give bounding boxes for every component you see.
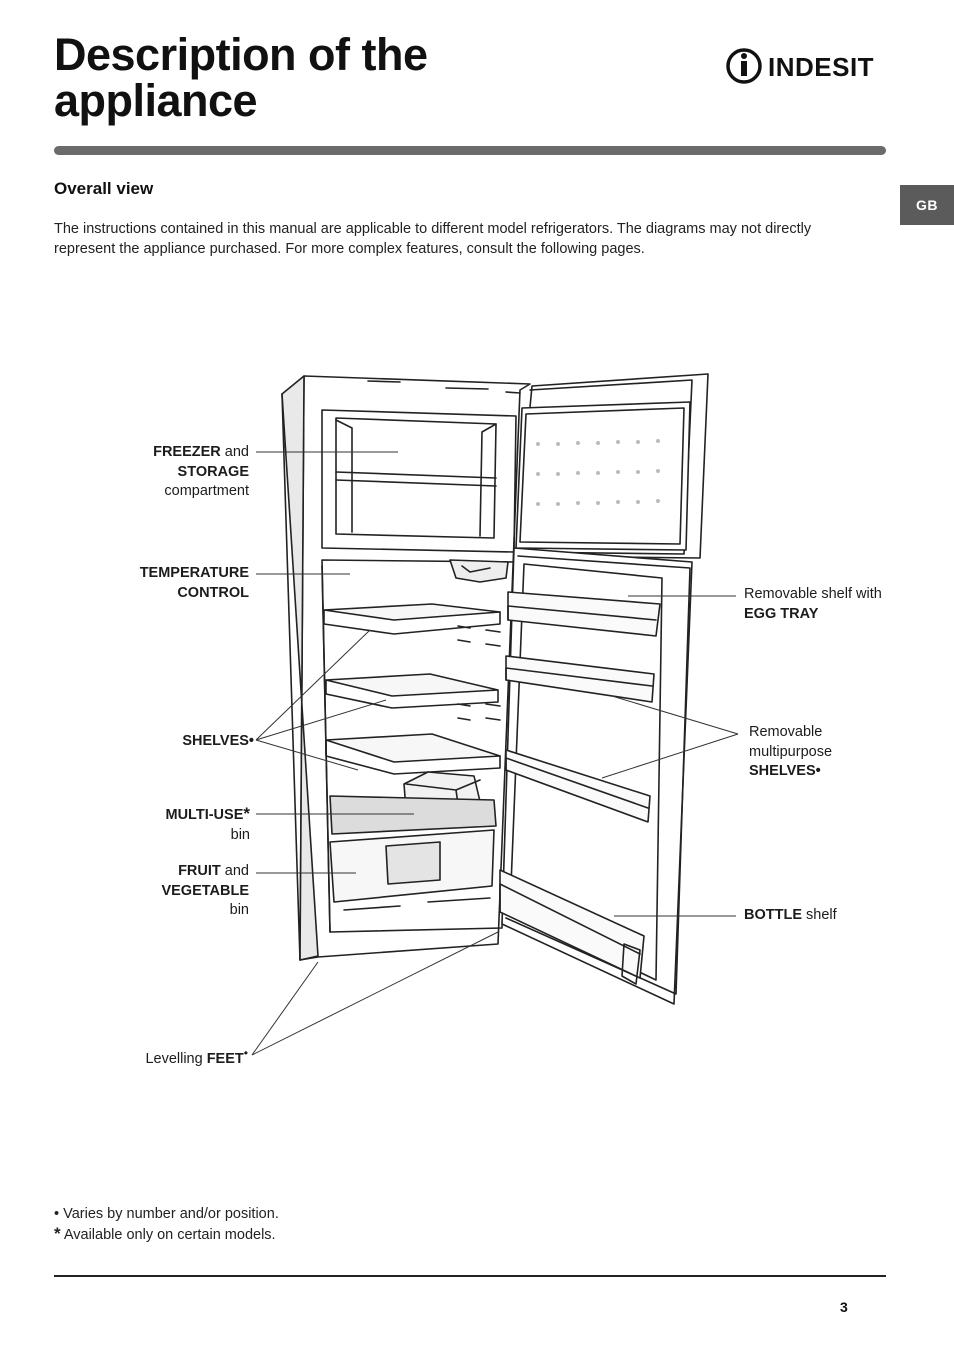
footnotes: • Varies by number and/or position. * Av… (54, 1204, 279, 1245)
footnote-available: * Available only on certain models. (54, 1224, 279, 1245)
label-control-bold: CONTROL (177, 584, 249, 601)
header-rule (54, 146, 886, 155)
label-fruit-vegetable-bin: FRUIT and VEGETABLE bin (161, 862, 249, 921)
label-fruit-and: and (220, 863, 249, 879)
indesit-logo: INDESIT (726, 48, 874, 84)
label-bottle-shelf: BOTTLE shelf (744, 906, 837, 926)
label-door-shelves-text-1: Removable (749, 724, 823, 740)
footer-rule (54, 1275, 886, 1277)
label-freezer-compartment: FREEZER and STORAGE compartment (153, 443, 249, 502)
label-egg-tray-text: Removable shelf with (744, 586, 882, 602)
label-egg-tray: Removable shelf with EGG TRAY (744, 585, 882, 624)
label-freezer-and: and (220, 444, 249, 460)
page-title-line-2: appliance (54, 75, 258, 126)
page-title: Description of the appliance (54, 32, 428, 124)
footnote-available-text: Available only on certain models. (60, 1227, 276, 1243)
logo-wordmark: INDESIT (768, 52, 874, 82)
label-multi-use-mark: * (243, 804, 250, 823)
label-levelling-text: Levelling (145, 1050, 207, 1067)
page-number: 3 (840, 1299, 848, 1315)
label-door-shelves: Removable multipurpose SHELVES• (749, 723, 832, 782)
label-bottle-text: shelf (802, 907, 837, 923)
label-shelves: SHELVES• (182, 732, 254, 752)
label-levelling-feet: Levelling FEET• (145, 1044, 248, 1069)
label-bottle-bold: BOTTLE (744, 907, 802, 923)
label-temperature-control: TEMPERATURE CONTROL (140, 564, 249, 603)
label-multi-use-bold: MULTI-USE (165, 807, 244, 823)
footnote-bullet-mark: • (54, 1206, 60, 1222)
label-compartment: compartment (164, 483, 249, 499)
label-freezer-bold: FREEZER (153, 444, 221, 460)
label-storage-bold: STORAGE (177, 463, 249, 480)
label-door-shelves-bold: SHELVES• (749, 763, 821, 779)
page-title-line-1: Description of the (54, 29, 428, 80)
label-multi-use-bin: MULTI-USE* bin (166, 804, 251, 845)
label-egg-tray-bold: EGG TRAY (744, 605, 819, 622)
intro-paragraph: The instructions contained in this manua… (54, 221, 812, 257)
label-vegetable-bold: VEGETABLE (161, 882, 249, 899)
footnote-asterisk-mark: * (54, 1224, 61, 1243)
label-shelves-bold: SHELVES• (182, 733, 254, 749)
footnote-varies: • Varies by number and/or position. (54, 1204, 279, 1224)
language-tab: GB (900, 185, 954, 225)
label-fruit-bold: FRUIT (178, 863, 221, 879)
section-title: Overall view (54, 179, 154, 198)
label-feet-bold: FEET (206, 1050, 244, 1067)
label-temperature-bold: TEMPERATURE (139, 565, 249, 581)
label-fruit-bin-text: bin (229, 902, 249, 918)
label-door-shelves-text-2: multipurpose (749, 743, 833, 760)
label-multi-use-bin-text: bin (230, 826, 250, 843)
label-feet-mark: • (243, 1046, 248, 1060)
footnote-varies-text: Varies by number and/or position. (59, 1206, 279, 1222)
